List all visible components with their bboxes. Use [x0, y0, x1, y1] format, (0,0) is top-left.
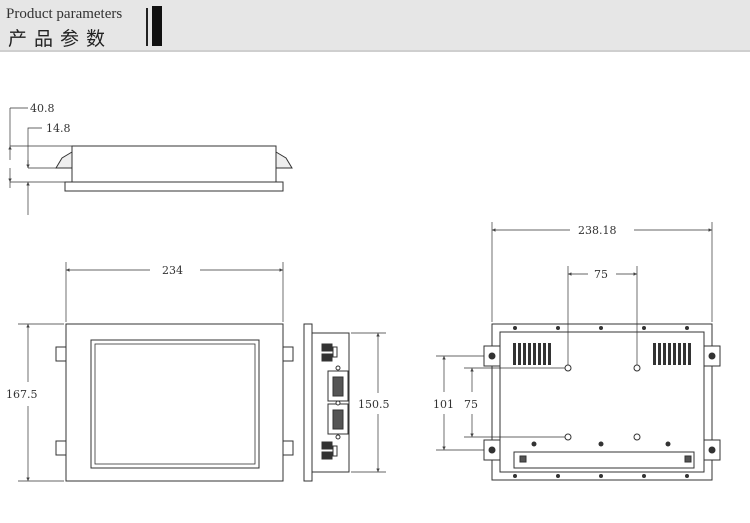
top-view: [8, 107, 293, 215]
rear-connector-strip: [513, 451, 695, 469]
vesa-hole: [633, 364, 641, 372]
header-divider: [0, 50, 750, 52]
top-view-body: [71, 145, 277, 183]
db9-port: [332, 409, 344, 430]
port: [684, 455, 692, 463]
side-view: [303, 323, 386, 482]
mount-hole: [708, 352, 716, 360]
front-tab: [55, 440, 67, 456]
screw: [335, 434, 341, 440]
front-tab: [282, 440, 294, 456]
front-view: [18, 262, 294, 482]
mount-hole: [488, 446, 496, 454]
dim-label-front-width: 234: [162, 264, 183, 277]
front-tab: [282, 346, 294, 362]
screw: [335, 400, 341, 406]
title-english: Product parameters: [6, 6, 123, 22]
port: [519, 455, 527, 463]
dim-label-side-bezel: 14.8: [46, 122, 71, 135]
connector: [321, 441, 333, 450]
mount-hole: [488, 352, 496, 360]
connector: [321, 353, 333, 362]
top-view-clip-right: [275, 151, 293, 169]
dim-label-side-height: 150.5: [358, 398, 390, 411]
screw: [335, 365, 341, 371]
title-bar-thick: [152, 6, 162, 46]
connector: [332, 445, 338, 457]
front-screen: [94, 343, 256, 465]
top-view-clip-left: [55, 151, 73, 169]
connector: [332, 346, 338, 358]
vesa-hole: [564, 433, 572, 441]
leader-14-8: [27, 127, 42, 168]
title-chinese: 产品参数: [8, 28, 113, 50]
connector: [321, 343, 333, 352]
dim-label-front-height: 167.5: [6, 388, 38, 401]
vesa-hole: [633, 433, 641, 441]
connector: [321, 451, 333, 460]
top-view-bezel: [64, 181, 284, 192]
vent-left: [513, 343, 551, 365]
dim-label-vesa-x: 75: [594, 268, 608, 281]
dim-label-mount-y: 101: [433, 398, 454, 411]
title-bar-thin: [146, 8, 148, 46]
edge-screws: [513, 326, 689, 478]
dim-label-vesa-y: 75: [464, 398, 478, 411]
vent-right: [653, 343, 691, 365]
dim-label-rear-width: 238.18: [578, 224, 617, 237]
dim-label-side-depth: 40.8: [30, 102, 55, 115]
vesa-hole: [564, 364, 572, 372]
db9-port: [332, 376, 344, 397]
side-bezel: [303, 323, 313, 482]
rear-view: [436, 222, 721, 481]
page-header: Product parameters 产品参数: [0, 0, 750, 50]
mount-hole: [708, 446, 716, 454]
front-tab: [55, 346, 67, 362]
